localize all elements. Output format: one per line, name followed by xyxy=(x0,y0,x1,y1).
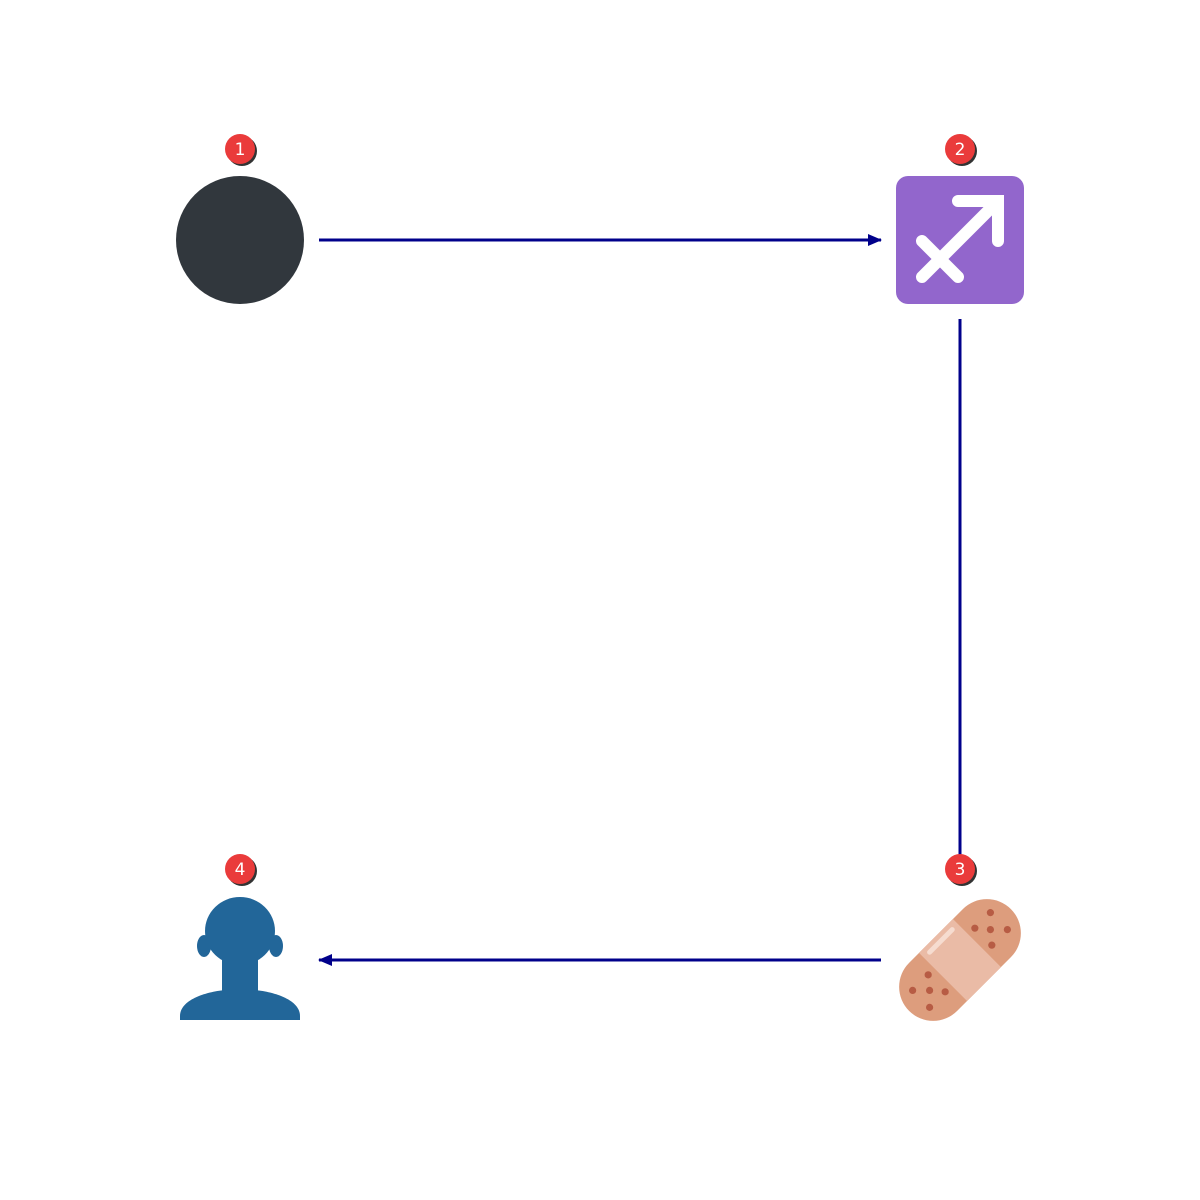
black-circle-icon xyxy=(176,176,304,304)
edges xyxy=(318,234,962,966)
badge-4: 4 xyxy=(225,854,257,886)
sagittarius-icon xyxy=(896,176,1024,304)
badge-2-label: 2 xyxy=(955,140,966,160)
node-2[interactable] xyxy=(896,176,1024,304)
bust-in-silhouette-icon xyxy=(180,897,300,1020)
node-3[interactable] xyxy=(885,885,1035,1035)
node-1[interactable] xyxy=(176,176,304,304)
badge-1: 1 xyxy=(225,134,257,166)
badge-4-label: 4 xyxy=(235,860,246,880)
badge-3: 3 xyxy=(945,854,977,886)
node-4[interactable] xyxy=(180,897,300,1020)
badge-3-label: 3 xyxy=(955,860,966,880)
badge-2: 2 xyxy=(945,134,977,166)
adhesive-bandage-icon xyxy=(899,899,1021,1021)
badge-1-label: 1 xyxy=(235,140,246,160)
